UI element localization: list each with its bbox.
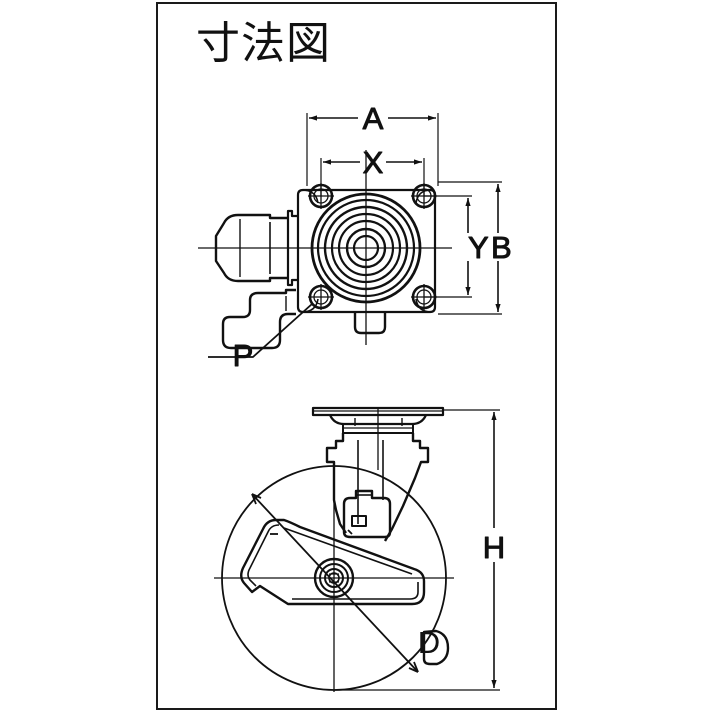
drawing-frame-border [156, 2, 557, 710]
page-title: 寸法図 [196, 18, 331, 69]
